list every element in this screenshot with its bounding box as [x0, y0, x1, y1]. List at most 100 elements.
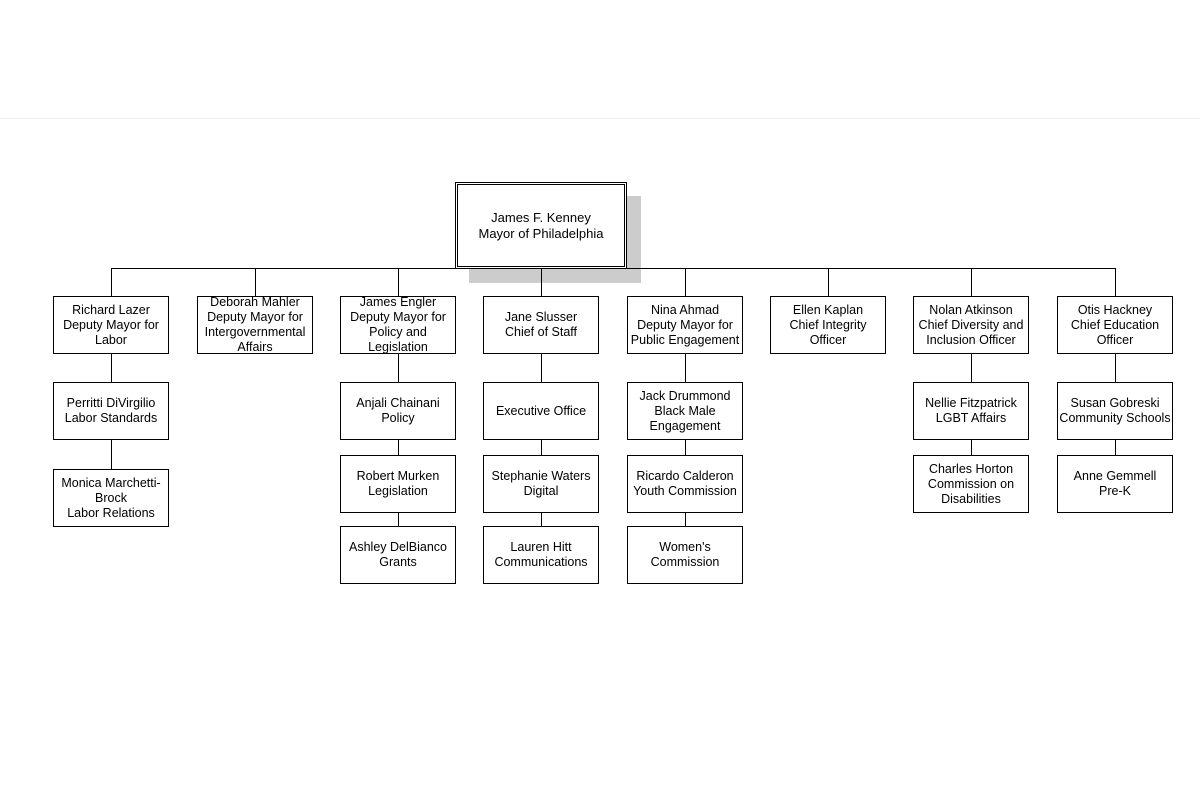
box-text-line: Disabilities	[941, 491, 1001, 506]
box-text-line: Executive Office	[495, 403, 587, 418]
report-connector	[541, 440, 542, 455]
top-bus-line	[111, 268, 1115, 269]
box-text-line: Public Engagement	[630, 332, 740, 347]
box-text-line: Chief Education	[1070, 317, 1160, 332]
box-text-line: Lauren Hitt	[510, 540, 572, 554]
box-text-line: LGBT Affairs	[935, 411, 1007, 425]
box-text-line: Jane Slusser	[504, 310, 578, 324]
box-text-line: Communications	[494, 555, 588, 569]
report-connector	[541, 513, 542, 526]
box-text-line: Deputy Mayor for	[63, 317, 159, 332]
head-connector	[828, 268, 829, 296]
report-connector	[971, 440, 972, 455]
report-connector	[398, 513, 399, 526]
box-text-line: Policy	[381, 411, 415, 425]
box-text-line: Stephanie Waters	[491, 469, 591, 483]
box-text-line: Ellen Kaplan	[792, 302, 864, 317]
head-connector	[971, 268, 972, 296]
box-text-line: James F. Kenney	[491, 209, 591, 225]
report-connector	[685, 354, 686, 382]
report-connector	[685, 440, 686, 455]
box-text-line: Susan Gobreski	[1070, 396, 1160, 410]
top-divider	[0, 118, 1200, 119]
box-text-line: Policy and	[369, 325, 427, 339]
report-connector	[1115, 440, 1116, 455]
box-text-line: Labor Relations	[67, 505, 155, 520]
box-text-line: Robert Murken	[356, 469, 440, 483]
box-text-line: Jack Drummond	[639, 388, 731, 403]
box-text-line: Deputy Mayor for	[207, 310, 303, 324]
box-text-line: Grants	[379, 555, 417, 569]
box-text-line: Nina Ahmad	[650, 302, 720, 317]
box-text-line: Nellie Fitzpatrick	[925, 396, 1017, 410]
box-text-line: Labor	[95, 332, 127, 347]
box-text-line: Commission	[650, 555, 720, 569]
box-text-line: Women's	[659, 540, 711, 554]
box-text-line: Chief Integrity	[789, 317, 867, 332]
report-connector	[685, 513, 686, 526]
box-text-line: Inclusion Officer	[926, 332, 1016, 347]
box-text-line: Black Male	[654, 403, 716, 418]
box-text-line: Monica Marchetti-	[61, 475, 161, 490]
box-text-line: Nolan Atkinson	[929, 302, 1013, 317]
box-text-line: Legislation	[368, 340, 428, 354]
box-text-line: Anjali Chainani	[356, 396, 440, 410]
box-text-line: Community Schools	[1059, 411, 1171, 425]
box-text-line: Charles Horton	[928, 461, 1014, 476]
box-text-line: Youth Commission	[633, 484, 737, 498]
box-text-line: Deputy Mayor for	[350, 310, 446, 324]
report-connector	[398, 354, 399, 382]
box-text-line: Deborah Mahler	[210, 296, 300, 309]
box-text-line: Brock	[95, 490, 127, 505]
box-text-line: Chief of Staff	[504, 325, 578, 339]
box-text-line: Legislation	[368, 484, 428, 498]
report-connector	[1115, 354, 1116, 382]
box-text-line: Affairs	[237, 340, 273, 354]
report-box: Executive Office	[483, 382, 599, 440]
report-connector	[971, 354, 972, 382]
box-text-line: Pre-K	[1099, 484, 1131, 498]
box-text-line: Perritti DiVirgilio	[66, 396, 156, 410]
report-connector	[111, 440, 112, 469]
box-text-line: Deputy Mayor for	[637, 317, 733, 332]
box-text-line: Mayor of Philadelphia	[478, 225, 604, 241]
head-connector	[541, 268, 542, 296]
box-text-line: Chief Diversity and	[918, 317, 1024, 332]
head-connector	[111, 268, 112, 296]
box-text-line: Officer	[1096, 332, 1134, 347]
box-text-line: Anne Gemmell	[1073, 469, 1157, 483]
report-connector	[541, 354, 542, 382]
report-connector	[111, 354, 112, 382]
box-text-line: Ricardo Calderon	[636, 469, 734, 483]
box-text-line: Richard Lazer	[72, 302, 150, 317]
box-text-line: Commission on	[927, 476, 1015, 491]
box-text-line: Engagement	[649, 418, 721, 433]
box-text-line: Ashley DelBianco	[349, 540, 447, 554]
head-connector	[1115, 268, 1116, 296]
report-connector	[398, 440, 399, 455]
box-text-line: Officer	[809, 332, 847, 347]
box-text-line: James Engler	[359, 296, 437, 309]
box-text-line: Intergovernmental	[204, 325, 306, 339]
